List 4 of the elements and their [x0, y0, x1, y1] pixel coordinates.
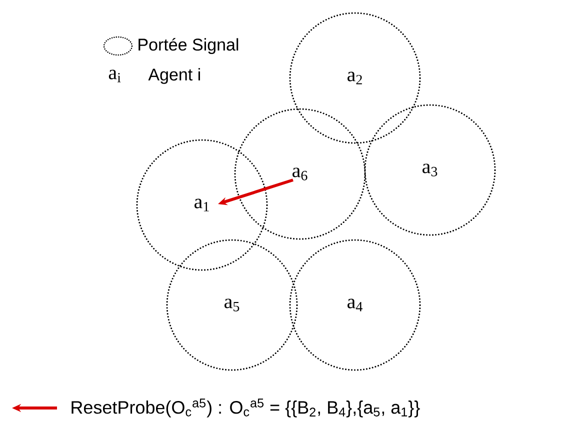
- legend-label: Portée Signal: [138, 38, 238, 54]
- agent-symbol: a$_{i}$: [108, 70, 121, 82]
- legend-label: Agent i: [148, 68, 200, 84]
- legend-label: ResetProbe(O$_{c}$$^{a5}$) : O$_{c}$$^{a5}$ = {{B$_{2}$, B$_{4}$},{a$_{5}$, a$_{1}$}}: [72, 398, 420, 418]
